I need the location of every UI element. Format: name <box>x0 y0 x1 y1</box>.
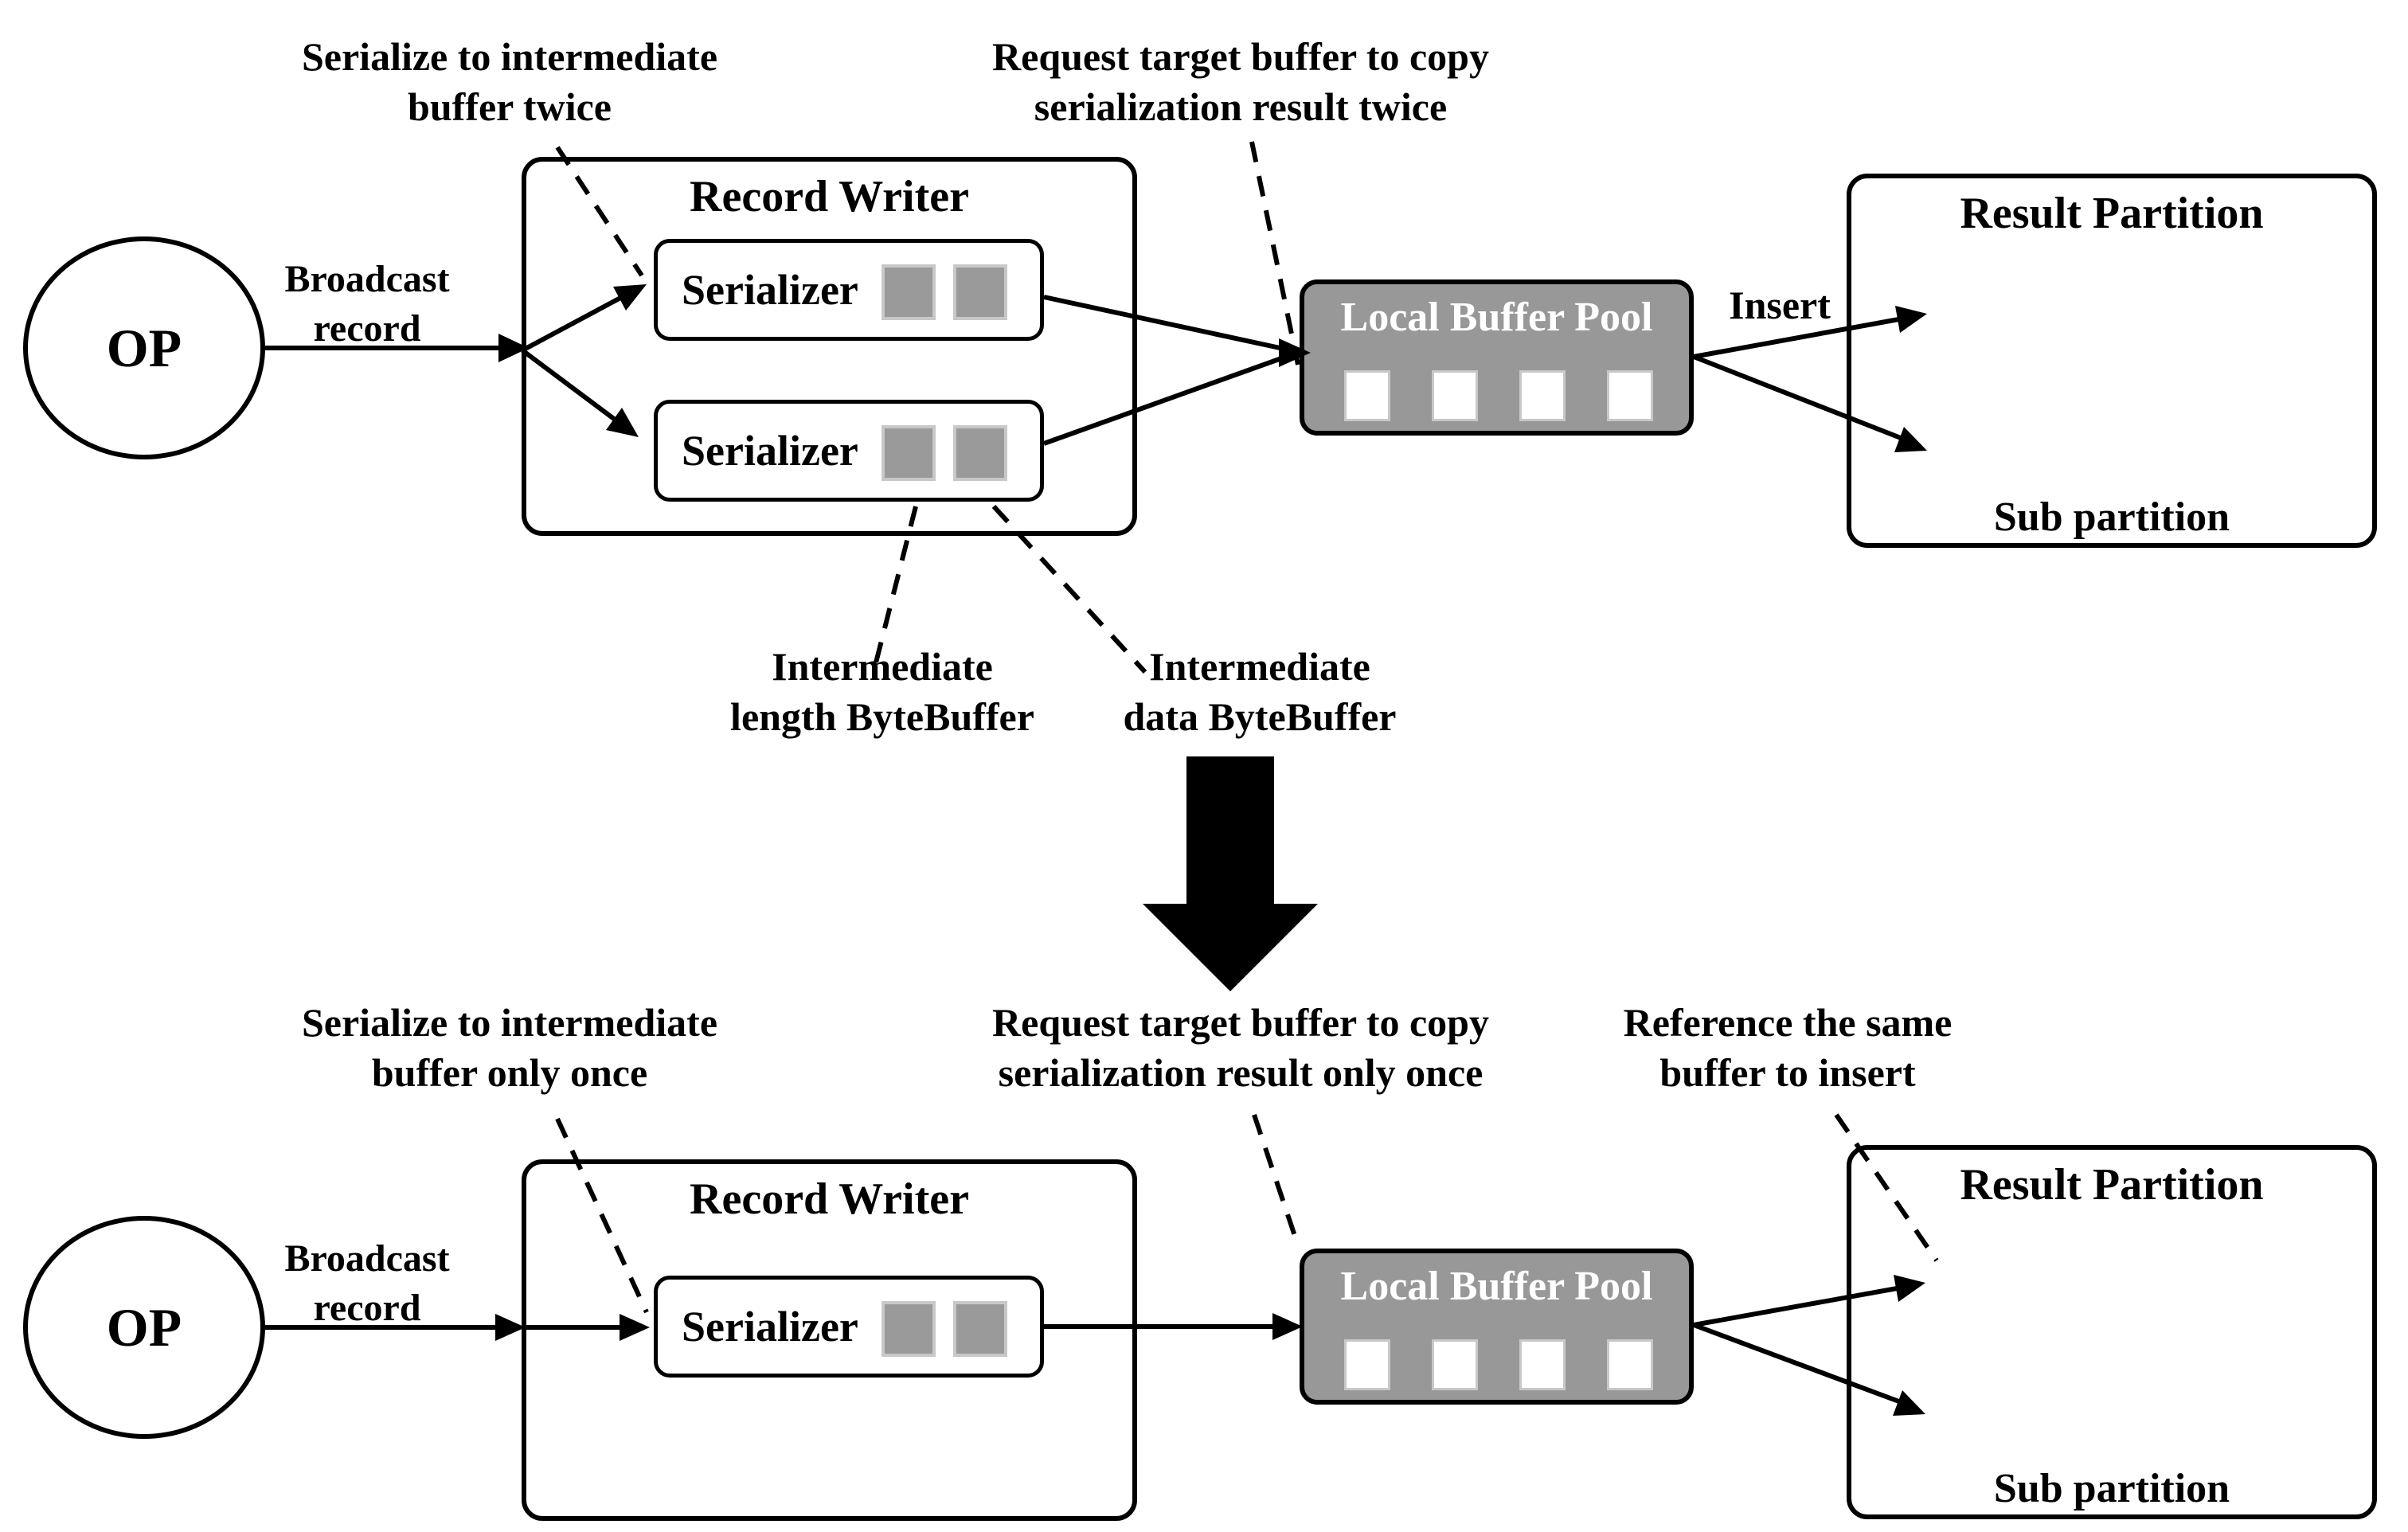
annotation-line: Serialize to intermediate <box>301 1000 718 1045</box>
free-buffer-square <box>1519 370 1566 421</box>
free-buffer-square <box>1432 370 1478 421</box>
broadcast-line: record <box>313 1287 421 1329</box>
annotation-line: serialization result only once <box>998 1050 1484 1095</box>
broadcast-record-label-after: Broadcast record <box>248 1234 487 1333</box>
op-node-after: OP <box>23 1216 265 1439</box>
annotation-line: length ByteBuffer <box>730 694 1034 739</box>
broadcast-record-label: Broadcast record <box>248 255 487 354</box>
serializer-label: Serializer <box>682 1303 858 1350</box>
result-partition-box-after: Result Partition <box>1847 1145 2377 1519</box>
local-buffer-pool-box-after: Local Buffer Pool <box>1300 1249 1694 1405</box>
free-buffer-square <box>1607 370 1653 421</box>
arrowhead-pool-after <box>1272 1313 1303 1340</box>
annotation-line: serialization result twice <box>1034 84 1448 129</box>
annotation-line: buffer to insert <box>1659 1050 1916 1095</box>
annotation-line: Intermediate <box>1149 644 1370 689</box>
annotation-line: buffer twice <box>408 84 612 129</box>
broadcast-line: Broadcast <box>284 258 450 300</box>
length-bytebuffer-square <box>882 264 936 320</box>
insert-text: Insert <box>1729 283 1831 327</box>
leader-request-twice <box>1249 141 1300 365</box>
serializer-1-label: Serializer <box>682 266 858 314</box>
data-bytebuffer-square <box>953 264 1007 320</box>
annotation-request-once: Request target buffer to copy serializat… <box>922 998 1559 1098</box>
annotation-serialize-once: Serialize to intermediate buffer only on… <box>231 998 788 1098</box>
result-partition-title: Result Partition <box>1960 1160 2264 1210</box>
serializer-box-after: Serializer <box>654 1276 1044 1378</box>
annotation-line: buffer only once <box>371 1050 648 1095</box>
serializer-2-label: Serializer <box>682 427 858 475</box>
annotation-line: Reference the same <box>1623 1000 1953 1045</box>
free-buffer-square <box>1607 1339 1653 1390</box>
length-bytebuffer-square <box>882 425 936 481</box>
free-buffer-square <box>1432 1339 1478 1390</box>
op-node: OP <box>23 236 265 459</box>
result-partition-box: Result Partition <box>1847 174 2377 548</box>
leader-request-once <box>1252 1114 1299 1241</box>
annotation-line: Request target buffer to copy <box>992 1000 1489 1045</box>
broadcast-line: Broadcast <box>284 1237 450 1280</box>
local-buffer-pool-title: Local Buffer Pool <box>1340 1264 1653 1309</box>
insert-label: Insert <box>1680 280 1879 330</box>
annotation-serialize-twice: Serialize to intermediate buffer twice <box>231 32 788 132</box>
annotation-line: Request target buffer to copy <box>992 34 1489 79</box>
sub-partition-text: Sub partition <box>1993 1466 2230 1511</box>
sub-partition-label-after: Sub partition <box>1847 1465 2377 1512</box>
transition-down-arrow <box>1143 756 1318 991</box>
local-buffer-pool-box: Local Buffer Pool <box>1300 279 1694 436</box>
annotation-line: data ByteBuffer <box>1123 694 1397 739</box>
annotation-request-twice: Request target buffer to copy serializat… <box>922 32 1559 132</box>
record-writer-title: Record Writer <box>690 1174 969 1224</box>
broadcast-line: record <box>313 307 421 350</box>
annotation-reference-same-buffer: Reference the same buffer to insert <box>1509 998 2066 1098</box>
op-label: OP <box>106 1296 182 1358</box>
record-writer-title: Record Writer <box>690 172 969 221</box>
local-buffer-pool-title: Local Buffer Pool <box>1340 295 1653 340</box>
free-buffer-square <box>1519 1339 1566 1390</box>
length-bytebuffer-square <box>882 1301 936 1357</box>
op-label: OP <box>106 317 182 378</box>
sub-partition-text: Sub partition <box>1993 494 2230 540</box>
annotation-intermediate-data: Intermediate data ByteBuffer <box>1021 642 1499 742</box>
serializer-1-box: Serializer <box>654 239 1044 341</box>
free-buffer-square <box>1344 370 1390 421</box>
annotation-intermediate-length: Intermediate length ByteBuffer <box>643 642 1121 742</box>
data-bytebuffer-square <box>953 1301 1007 1357</box>
data-bytebuffer-square <box>953 425 1007 481</box>
result-partition-title: Result Partition <box>1960 189 2264 238</box>
annotation-line: Serialize to intermediate <box>301 34 718 79</box>
sub-partition-label: Sub partition <box>1847 494 2377 541</box>
serializer-2-box: Serializer <box>654 400 1044 502</box>
free-buffer-square <box>1344 1339 1390 1390</box>
